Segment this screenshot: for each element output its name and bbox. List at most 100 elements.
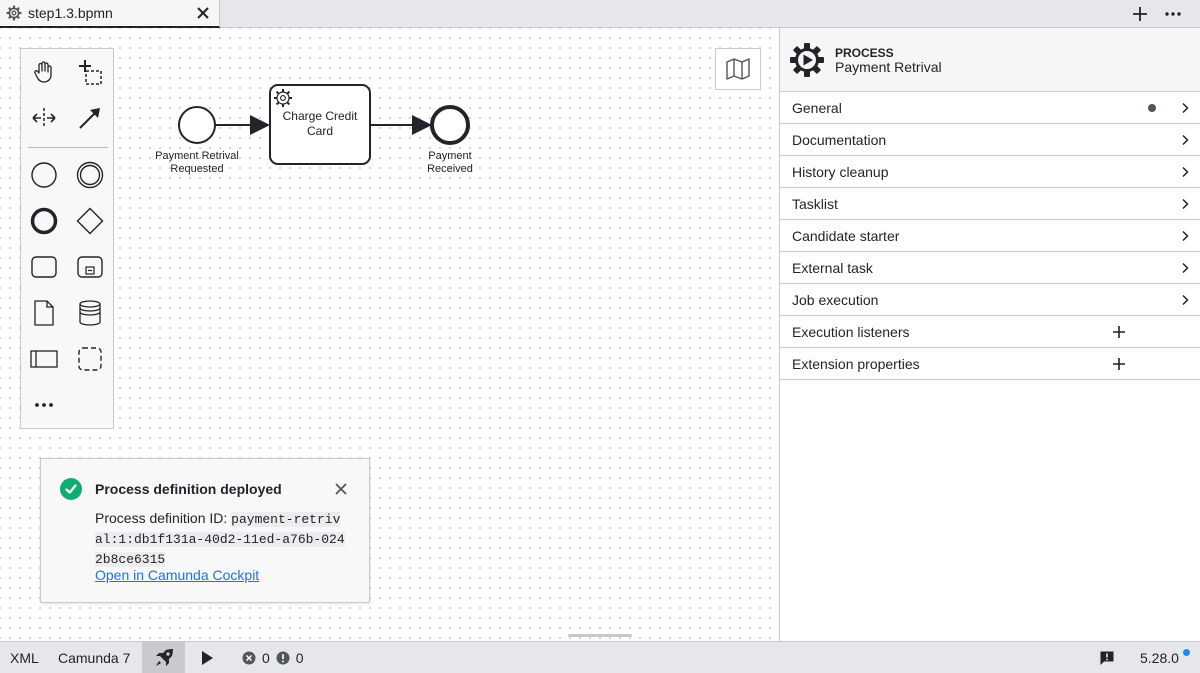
connect-tool[interactable] <box>74 102 106 134</box>
service-task-gear-icon <box>274 89 292 107</box>
end-event-tool[interactable] <box>28 205 60 237</box>
end-event[interactable] <box>430 105 470 145</box>
chevron-right-icon <box>1182 262 1189 274</box>
data-store-icon <box>79 300 101 326</box>
add-tab-icon[interactable] <box>1131 5 1149 23</box>
pool-icon <box>30 350 58 368</box>
properties-header: PROCESS Payment Retrival <box>780 28 1200 92</box>
gear-icon <box>6 5 22 21</box>
play-icon <box>202 650 213 665</box>
diagram <box>178 84 470 165</box>
lasso-tool[interactable] <box>74 56 106 88</box>
group-candidate-starter[interactable]: Candidate starter <box>780 220 1200 252</box>
group-external-task[interactable]: External task <box>780 252 1200 284</box>
rocket-icon <box>155 648 173 666</box>
group-label: History cleanup <box>792 163 889 180</box>
plus-icon[interactable] <box>1112 357 1126 371</box>
end-event-label-line-2: Received <box>427 163 473 175</box>
deploy-notification: Process definition deployed Process defi… <box>40 458 370 603</box>
hand-icon <box>34 61 52 83</box>
map-icon <box>726 58 750 80</box>
has-data-dot <box>1148 104 1156 112</box>
group-label: Extension properties <box>792 355 920 372</box>
element-type: PROCESS <box>835 46 894 60</box>
intermediate-event-tool[interactable] <box>74 159 106 191</box>
more-options-icon[interactable] <box>1163 5 1183 23</box>
close-icon[interactable] <box>334 482 348 496</box>
group-label: External task <box>792 259 873 276</box>
problems-indicator[interactable]: 0 0 <box>242 642 310 673</box>
space-icon <box>32 108 56 128</box>
start-event[interactable] <box>178 106 216 144</box>
notification-body: Process definition ID: payment-retrival:… <box>95 509 345 569</box>
group-documentation[interactable]: Documentation <box>780 124 1200 156</box>
file-tab[interactable]: step1.3.bpmn <box>0 0 220 28</box>
group-extension-properties[interactable]: Extension properties <box>780 348 1200 380</box>
start-event-label-line-1: Payment Retrival <box>155 150 239 162</box>
group-execution-listeners[interactable]: Execution listeners <box>780 316 1200 348</box>
group-label: General <box>792 99 842 116</box>
group-tasklist[interactable]: Tasklist <box>780 188 1200 220</box>
intermediate-event-icon <box>76 161 104 189</box>
task-tool[interactable] <box>28 251 60 283</box>
data-store-tool[interactable] <box>74 297 106 329</box>
more-icon <box>35 403 53 407</box>
minimap-toggle-button[interactable] <box>715 48 761 90</box>
chevron-right-icon <box>1182 102 1189 114</box>
open-cockpit-link[interactable]: Open in Camunda Cockpit <box>95 567 260 583</box>
subprocess-tool[interactable] <box>74 251 106 283</box>
plus-icon[interactable] <box>1112 325 1126 339</box>
group-label: Documentation <box>792 131 887 148</box>
close-icon[interactable] <box>195 5 211 21</box>
palette <box>20 48 114 429</box>
arrow-icon <box>79 108 100 129</box>
end-event-label-line-1: Payment <box>428 150 472 162</box>
group-job-execution[interactable]: Job execution <box>780 284 1200 316</box>
xml-toggle[interactable]: XML <box>10 649 39 666</box>
pool-tool[interactable] <box>28 343 60 375</box>
start-event-label-line-2: Requested <box>170 163 224 175</box>
group-icon <box>78 347 102 371</box>
hand-tool[interactable] <box>28 56 60 88</box>
chevron-right-icon <box>1182 134 1189 146</box>
chevron-right-icon <box>1182 166 1189 178</box>
tab-label: step1.3.bpmn <box>28 5 113 21</box>
panel-resize-handle[interactable] <box>568 634 632 637</box>
status-bar: XML Camunda 7 0 0 5.28.0 <box>0 641 1200 673</box>
group-general[interactable]: General <box>780 92 1200 124</box>
notification-title: Process definition deployed <box>95 481 282 497</box>
task-icon <box>31 256 57 278</box>
engine-version-selector[interactable]: Camunda 7 <box>58 649 131 666</box>
group-history-cleanup[interactable]: History cleanup <box>780 156 1200 188</box>
group-label: Candidate starter <box>792 227 900 244</box>
data-object-icon <box>34 300 54 326</box>
more-tools[interactable] <box>28 389 60 421</box>
lasso-icon <box>79 60 102 85</box>
data-object-tool[interactable] <box>28 297 60 329</box>
palette-separator <box>28 147 108 148</box>
gateway-icon <box>76 207 104 235</box>
error-icon <box>242 651 256 664</box>
task-label: Charge Credit Card <box>282 109 358 138</box>
subprocess-icon <box>77 256 103 278</box>
success-check-icon <box>60 478 82 500</box>
chevron-right-icon <box>1182 198 1189 210</box>
app-version[interactable]: 5.28.0 <box>1140 649 1179 666</box>
feedback-button[interactable] <box>1099 642 1115 673</box>
chevron-right-icon <box>1182 294 1189 306</box>
chevron-right-icon <box>1182 230 1189 242</box>
group-tool[interactable] <box>74 343 106 375</box>
start-event-label: Payment Retrival Requested <box>147 150 247 176</box>
start-event-tool[interactable] <box>28 159 60 191</box>
space-tool[interactable] <box>28 102 60 134</box>
feedback-icon <box>1100 651 1114 665</box>
start-instance-button[interactable] <box>200 642 214 673</box>
end-event-label: Payment Received <box>410 150 490 176</box>
warning-count: 0 <box>295 649 304 666</box>
group-label: Tasklist <box>792 195 838 212</box>
warning-icon <box>276 651 290 664</box>
group-label: Execution listeners <box>792 323 910 340</box>
element-name: Payment Retrival <box>835 59 942 75</box>
gateway-tool[interactable] <box>74 205 106 237</box>
deploy-button[interactable] <box>142 642 185 673</box>
